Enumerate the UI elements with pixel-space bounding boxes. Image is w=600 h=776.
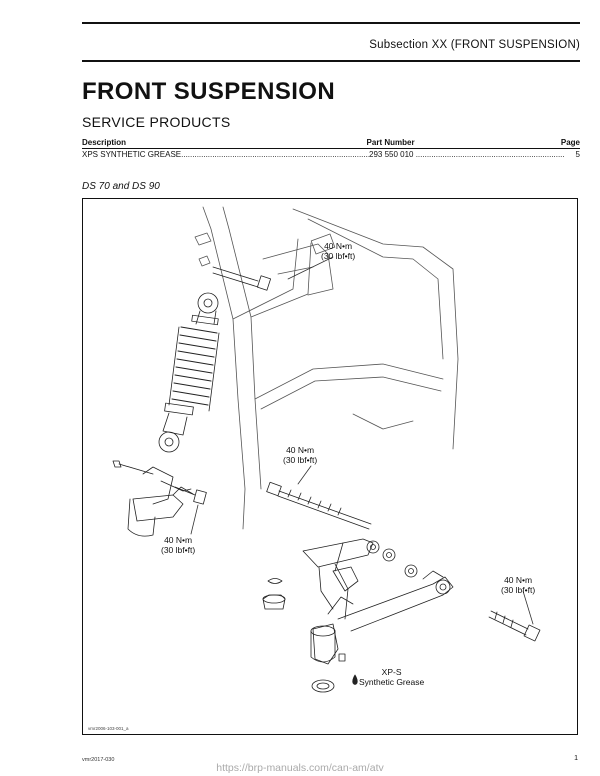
torque-value-imperial: (30 lbf•ft) <box>283 455 318 465</box>
shock-absorber <box>158 292 220 453</box>
torque-value: 40 N•m <box>286 445 315 455</box>
frame-drawing <box>194 206 459 530</box>
footer-code: vmr2017-030 <box>82 757 115 763</box>
subsection-title: Subsection XX (FRONT SUSPENSION) <box>369 39 580 51</box>
page-number: 1 <box>574 755 578 762</box>
upper-a-arm <box>302 538 418 620</box>
grease-drop-marker <box>352 674 358 685</box>
torque-value: 40 N•m <box>504 575 533 585</box>
grease-product-code: XP-S <box>381 667 402 677</box>
product-description: XPS SYNTHETIC GREASE....................… <box>82 150 369 159</box>
table-row: XPS SYNTHETIC GREASE....................… <box>82 149 580 159</box>
grease-label: XP-S Synthetic Grease <box>359 667 424 687</box>
torque-label-right-bolt: 40 N•m (30 lbf•ft) <box>501 575 535 595</box>
lower-shock-mount <box>112 460 207 537</box>
page-title: FRONT SUSPENSION <box>82 78 336 105</box>
header-description: Description <box>82 138 127 147</box>
torque-label-upper-mount: 40 N•m (30 lbf•ft) <box>321 241 355 261</box>
suspension-diagram: 40 N•m (30 lbf•ft) 40 N•m (30 lbf•ft) 40… <box>82 198 578 735</box>
torque-value: 40 N•m <box>324 241 353 251</box>
header-page: Page <box>560 138 580 147</box>
right-long-bolt <box>488 610 541 642</box>
torque-label-long-bolt: 40 N•m (30 lbf•ft) <box>283 445 317 465</box>
bushing-parts <box>262 578 335 693</box>
table-header-row: Description Part Number Page <box>82 138 580 149</box>
torque-value-imperial: (30 lbf•ft) <box>501 585 536 595</box>
spindle <box>310 623 346 665</box>
upper-mount-bolt <box>212 266 272 291</box>
header-bottom-rule <box>82 60 580 62</box>
footer-url-link[interactable]: https://brp-manuals.com/can-am/atv <box>216 762 384 774</box>
lower-a-arm <box>327 570 454 632</box>
figure-id: vmr2006-103-001_a <box>88 726 129 731</box>
torque-value: 40 N•m <box>164 535 193 545</box>
suspension-illustration <box>112 206 541 693</box>
service-products-table: Description Part Number Page XPS SYNTHET… <box>82 138 580 159</box>
section-title: SERVICE PRODUCTS <box>82 114 231 130</box>
a-arm-long-bolt <box>266 481 372 530</box>
torque-value-imperial: (30 lbf•ft) <box>161 545 196 555</box>
leader-lines <box>190 256 534 625</box>
figure-caption: DS 70 and DS 90 <box>82 181 160 192</box>
product-part-number: 293 550 010 ............................… <box>369 150 565 159</box>
header-top-rule <box>82 22 580 24</box>
torque-value-imperial: (30 lbf•ft) <box>321 251 356 261</box>
header-part-number: Part Number <box>366 138 415 147</box>
product-page-link[interactable]: 5 <box>575 150 580 159</box>
grease-product-name: Synthetic Grease <box>359 677 425 687</box>
torque-label-lower-shock: 40 N•m (30 lbf•ft) <box>161 535 195 555</box>
